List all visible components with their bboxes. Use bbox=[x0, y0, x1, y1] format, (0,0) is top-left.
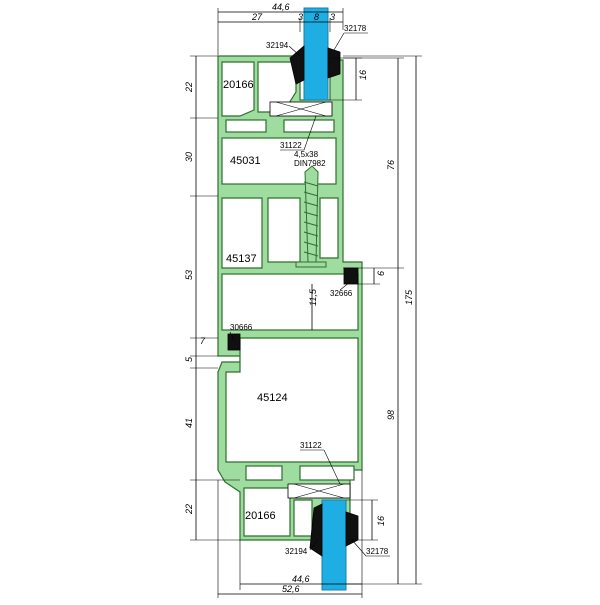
dim-top-total: 44,6 bbox=[272, 2, 290, 12]
dim-right-16-bottom: 16 bbox=[376, 516, 386, 526]
cavity-45137-right bbox=[267, 197, 301, 263]
callout-32666: 32666 bbox=[330, 289, 353, 298]
callout-31122-bottom: 31122 bbox=[300, 441, 322, 450]
label-20166-bottom: 20166 bbox=[245, 510, 276, 522]
cavity-bottom-right bbox=[293, 499, 313, 537]
bottom-dimensions: 44,6 52,6 bbox=[217, 470, 363, 598]
cavity-20166-top bbox=[221, 61, 255, 117]
cavity-45124 bbox=[225, 337, 359, 463]
cavity-strip-1 bbox=[225, 119, 267, 133]
dim-bottom-52-6: 52,6 bbox=[282, 584, 300, 594]
callout-32178-bottom: 32178 bbox=[366, 547, 389, 556]
dim-bottom-44-6: 44,6 bbox=[292, 574, 310, 584]
glass-bottom bbox=[321, 499, 347, 591]
callout-32194-top: 32194 bbox=[266, 41, 289, 50]
cavity-mid bbox=[221, 273, 359, 331]
dim-left-5: 5 bbox=[184, 356, 194, 362]
dim-left-22-top: 22 bbox=[184, 82, 194, 93]
label-45124: 45124 bbox=[257, 392, 288, 404]
callout-32194-bottom: 32194 bbox=[285, 547, 308, 556]
dim-right-6: 6 bbox=[376, 271, 386, 276]
cavity-lower-1 bbox=[245, 465, 283, 481]
top-dimensions: 44,6 27 3 8 3 bbox=[218, 2, 343, 23]
label-45031: 45031 bbox=[230, 155, 261, 167]
dim-left-41: 41 bbox=[184, 418, 194, 428]
clip-32666 bbox=[343, 267, 359, 285]
cavity-45137 bbox=[221, 197, 263, 269]
dim-right-98: 98 bbox=[386, 410, 396, 420]
thermal-box-top bbox=[269, 101, 333, 117]
dim-top-3a: 3 bbox=[298, 12, 303, 22]
cavity-20166-bottom bbox=[243, 487, 291, 537]
cavity-45137-far bbox=[319, 197, 339, 259]
gasket-32178-bottom bbox=[345, 511, 359, 547]
callout-31122-top: 31122 bbox=[280, 141, 302, 150]
gaskets bbox=[227, 45, 359, 557]
dim-top-8: 8 bbox=[314, 12, 319, 22]
gasket-32194-top bbox=[289, 45, 305, 85]
label-45137: 45137 bbox=[226, 253, 257, 265]
dim-left-30: 30 bbox=[184, 152, 194, 162]
dim-left-7: 7 bbox=[200, 336, 206, 346]
dim-right-175: 175 bbox=[404, 289, 414, 305]
dim-top-27: 27 bbox=[251, 12, 263, 22]
dim-left-22-bottom: 22 bbox=[184, 504, 194, 515]
gasket-32194-bottom bbox=[309, 503, 323, 557]
label-20166-top: 20166 bbox=[223, 79, 254, 91]
dim-mid-11-5: 11,5 bbox=[308, 288, 318, 306]
thermal-box-bottom bbox=[287, 483, 351, 499]
clip-30666 bbox=[227, 333, 241, 351]
callout-30666: 30666 bbox=[230, 323, 253, 332]
screw bbox=[295, 165, 327, 268]
dim-left-53: 53 bbox=[184, 270, 194, 280]
callout-screw-std: DIN7982 bbox=[294, 159, 326, 168]
gasket-32178-top bbox=[327, 47, 341, 79]
cavity-strip-2 bbox=[283, 119, 335, 133]
left-dimensions: 22 30 53 7 5 41 22 bbox=[184, 55, 240, 541]
dim-right-76: 76 bbox=[386, 160, 396, 170]
cavity-lower-2 bbox=[299, 465, 355, 481]
callout-32178-top: 32178 bbox=[344, 24, 367, 33]
dim-right-16-top: 16 bbox=[358, 70, 368, 80]
dim-top-3b: 3 bbox=[330, 12, 335, 22]
frame-profile bbox=[217, 55, 363, 541]
callout-screw-size: 4,5x38 bbox=[294, 150, 319, 159]
